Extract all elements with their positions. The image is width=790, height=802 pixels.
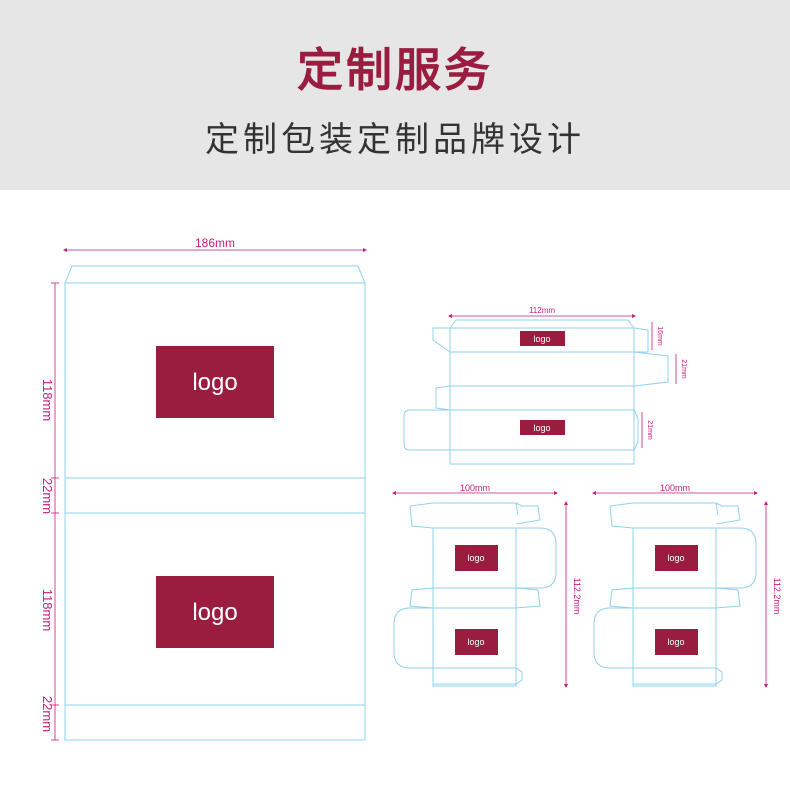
bag-section-label: 22mm [40,478,55,514]
logo-text: logo [667,553,684,563]
small-box-dieline [593,502,757,687]
bag-section-label: 118mm [40,379,55,421]
bag-section-label: 22mm [40,696,55,732]
page-title: 定制服务 [297,43,493,97]
bag-dieline [64,265,366,741]
bag-height-dimensions: 118mm 22mm 118mm 22mm [40,282,59,741]
long-box-side-dimensions: 16mm 21mm 21mm [641,322,687,448]
logo-placeholder: logo [520,420,565,435]
small-box-width-label: 100mm [660,483,690,493]
bag-width-dimension: 186mm [63,236,367,252]
long-box-dieline [403,319,669,465]
small-box-width-label: 100mm [460,483,490,493]
bag-width-label: 186mm [195,236,235,250]
logo-placeholder: logo [455,545,498,571]
small-box-height-label: 112.2mm [772,578,782,615]
small-box-dieline [393,502,557,687]
header-banner: 定制服务 定制包装定制品牌设计 [0,0,790,190]
page-subtitle: 定制包装定制品牌设计 [205,120,585,160]
bag-section-label: 118mm [40,589,55,631]
logo-text: logo [192,599,237,626]
logo-text: logo [467,637,484,647]
long-box-side-label: 21mm [646,420,653,440]
small-box-height-dimension: 112.2mm [764,501,782,688]
logo-placeholder: logo [156,576,274,648]
logo-text: logo [192,369,237,396]
logo-placeholder: logo [455,629,498,655]
logo-text: logo [533,423,550,433]
logo-placeholder: logo [156,346,274,418]
logo-placeholder: logo [655,545,698,571]
logo-text: logo [667,637,684,647]
logo-text: logo [467,553,484,563]
bag-outline [64,282,366,741]
long-box-width-dimension: 112mm [448,306,636,318]
small-box-width-dimension: 100mm [592,483,758,495]
small-box-height-dimension: 112.2mm [564,501,582,688]
long-box-side-label: 16mm [656,326,663,346]
long-box-side-label: 21mm [680,359,687,379]
logo-placeholder: logo [520,331,565,346]
logo-placeholder: logo [655,629,698,655]
logo-text: logo [533,334,550,344]
small-box-height-label: 112.2mm [572,578,582,615]
small-box-width-dimension: 100mm [392,483,558,495]
bag-top-flap [64,265,366,284]
long-box-width-label: 112mm [529,306,555,315]
